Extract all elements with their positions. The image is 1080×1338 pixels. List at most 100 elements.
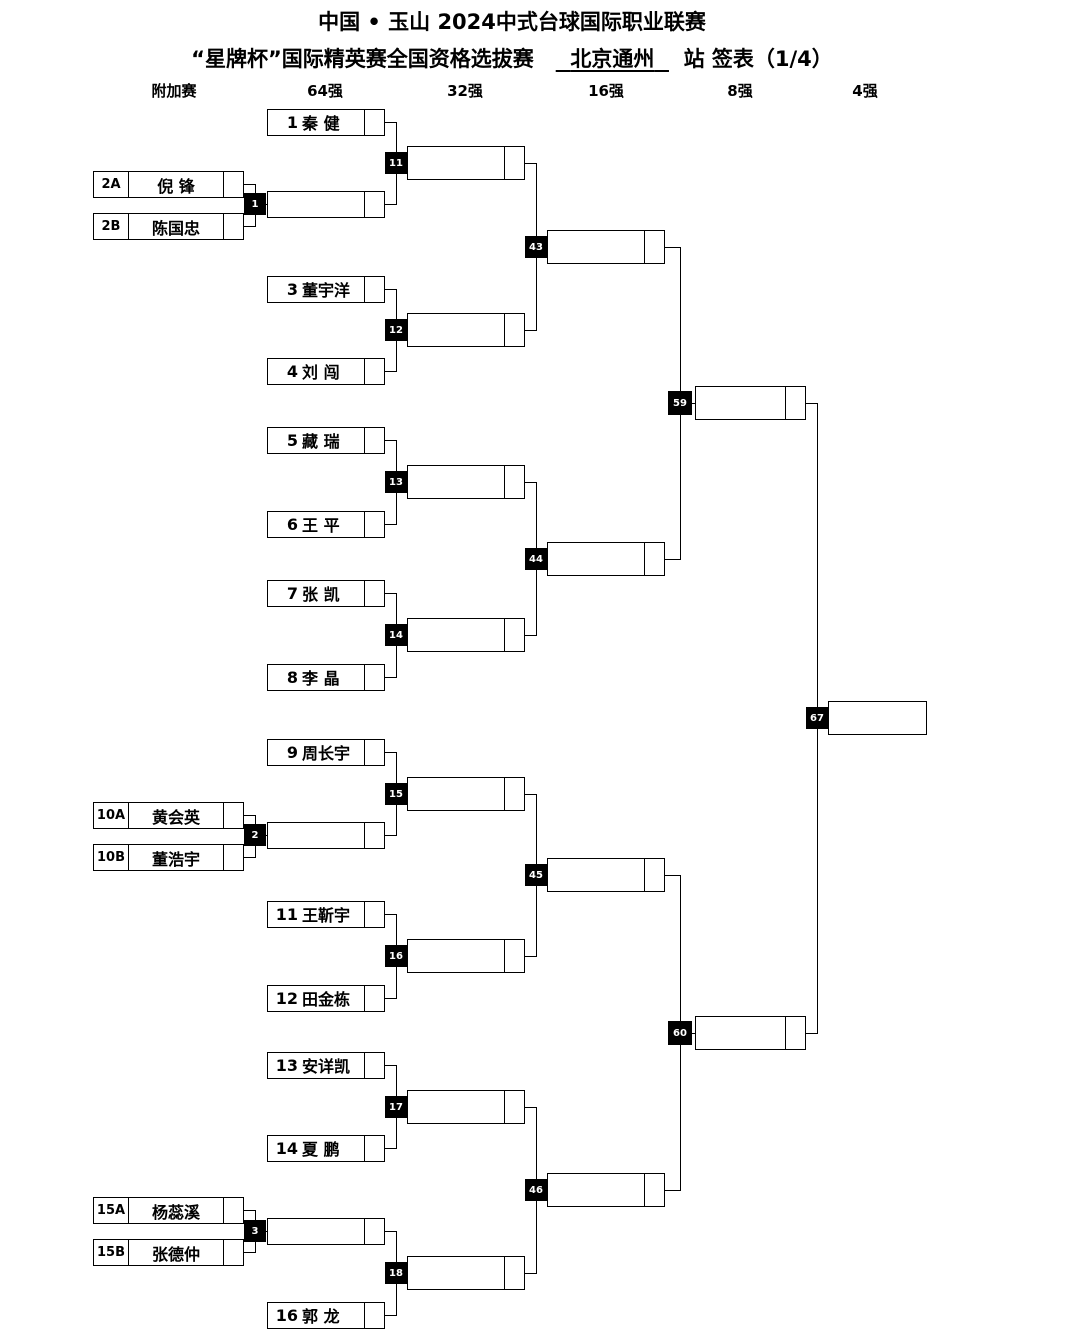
score-cell[interactable]: [785, 387, 805, 419]
bracket-line: [384, 835, 397, 836]
score-cell[interactable]: [223, 803, 243, 828]
score-cell[interactable]: [364, 1302, 384, 1328]
seed-number: 16: [275, 1305, 298, 1325]
score-cell[interactable]: [504, 466, 524, 498]
score-cell[interactable]: [223, 845, 243, 870]
score-cell[interactable]: [364, 822, 384, 848]
r32-slot-3[interactable]: [407, 465, 525, 499]
bracket-line: [384, 204, 397, 205]
score-cell[interactable]: [644, 859, 664, 891]
score-cell[interactable]: [364, 739, 384, 765]
bracket-line: [384, 289, 397, 290]
seed-number: 12: [275, 988, 298, 1008]
player-label: 王 平: [302, 516, 340, 535]
bracket-line: [384, 677, 397, 678]
seed-number: 6: [286, 514, 298, 534]
entrant-slot-2[interactable]: [267, 190, 385, 218]
r16-slot-3[interactable]: [547, 858, 665, 892]
match-number-67: 67: [806, 707, 828, 729]
bracket-line: [384, 524, 397, 525]
r32-slot-4[interactable]: [407, 618, 525, 652]
bracket-line: [243, 857, 256, 858]
r4-slot-1[interactable]: [828, 701, 927, 735]
bracket-line: [384, 440, 397, 441]
title-suffix: 站 签表（1/4）: [683, 47, 833, 71]
score-cell[interactable]: [364, 511, 384, 537]
r32-slot-6[interactable]: [407, 939, 525, 973]
score-cell[interactable]: [223, 214, 243, 239]
score-cell[interactable]: [504, 1257, 524, 1289]
score-cell[interactable]: [223, 1198, 243, 1223]
score-cell[interactable]: [364, 358, 384, 384]
score-cell[interactable]: [364, 1052, 384, 1078]
player-label: 田金栋: [302, 990, 351, 1009]
score-cell[interactable]: [223, 172, 243, 197]
score-cell[interactable]: [504, 314, 524, 346]
score-cell[interactable]: [364, 1135, 384, 1161]
score-cell[interactable]: [504, 940, 524, 972]
r8-slot-2[interactable]: [695, 1016, 806, 1050]
score-cell[interactable]: [364, 1218, 384, 1244]
r16-slot-2[interactable]: [547, 542, 665, 576]
score-cell[interactable]: [504, 147, 524, 179]
score-cell[interactable]: [364, 985, 384, 1011]
score-cell[interactable]: [785, 1017, 805, 1049]
score-cell[interactable]: [364, 901, 384, 927]
bracket-line: [384, 122, 397, 123]
r32-slot-8[interactable]: [407, 1256, 525, 1290]
match-number-16: 16: [385, 945, 407, 967]
seed-number: 7: [286, 583, 298, 603]
score-cell[interactable]: [364, 276, 384, 302]
bracket-line: [384, 914, 397, 915]
r16-slot-4[interactable]: [547, 1173, 665, 1207]
score-cell[interactable]: [504, 619, 524, 651]
r32-slot-1[interactable]: [407, 146, 525, 180]
bracket-line: [384, 593, 397, 594]
score-cell[interactable]: [364, 109, 384, 135]
score-cell[interactable]: [504, 1091, 524, 1123]
r32-slot-2[interactable]: [407, 313, 525, 347]
score-cell[interactable]: [364, 427, 384, 453]
r16-slot-1[interactable]: [547, 230, 665, 264]
bracket-line: [243, 226, 256, 227]
score-cell[interactable]: [644, 543, 664, 575]
score-cell[interactable]: [364, 664, 384, 690]
score-cell[interactable]: [644, 1174, 664, 1206]
score-cell[interactable]: [644, 231, 664, 263]
score-cell[interactable]: [223, 1240, 243, 1265]
entrant-slot-10[interactable]: [267, 821, 385, 849]
entrant-slot-15[interactable]: [267, 1217, 385, 1245]
score-cell[interactable]: [504, 778, 524, 810]
score-cell[interactable]: [364, 580, 384, 606]
r32-slot-5[interactable]: [407, 777, 525, 811]
r32-slot-7[interactable]: [407, 1090, 525, 1124]
score-cell[interactable]: [364, 191, 384, 217]
r8-slot-1[interactable]: [695, 386, 806, 420]
bracket-line: [384, 371, 397, 372]
player-name: 黄会英: [151, 807, 200, 827]
seed-number: 1: [286, 112, 298, 132]
